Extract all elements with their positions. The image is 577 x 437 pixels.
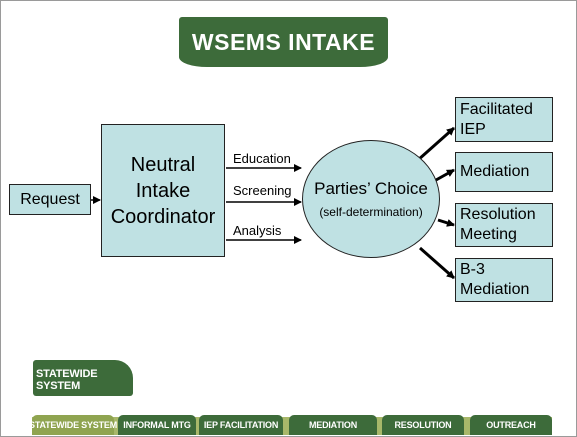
outcome-line: Mediation: [460, 281, 530, 298]
parties-choice-ellipse: Parties’ Choice (self-determination): [302, 140, 440, 258]
coordinator-line: Intake: [135, 179, 191, 202]
flow-label-analysis: Analysis: [233, 223, 282, 238]
outcome-line: Resolution: [460, 206, 536, 223]
outcome-resolution-meeting: Resolution Meeting: [455, 203, 553, 247]
flow-label-education: Education: [233, 151, 291, 166]
tab-outreach[interactable]: OUTREACH: [470, 415, 552, 435]
parties-choice-label: Parties’ Choice: [314, 179, 428, 198]
outcome-line: Facilitated: [460, 100, 533, 118]
outcome-line: Meeting: [460, 226, 517, 243]
outcome-b3-mediation: B-3 Mediation: [455, 258, 553, 302]
title-banner: WSEMS INTAKE: [179, 17, 388, 67]
outcome-line: Mediation: [460, 163, 530, 180]
arrow-to-facilitated-iep: [417, 126, 455, 162]
request-box: Request: [9, 184, 91, 215]
outcome-line: B-3: [460, 261, 485, 278]
parties-choice-sublabel: (self-determination): [319, 205, 423, 219]
statewide-system-text: STATEWIDE SYSTEM: [36, 368, 98, 392]
arrow-to-mediation: [435, 168, 455, 182]
arrow-to-resolution: [437, 218, 455, 227]
tab-iep-facilitation[interactable]: IEP FACILITATION: [199, 415, 283, 435]
outcome-facilitated-iep: Facilitated IEP: [455, 97, 553, 142]
request-label: Request: [20, 190, 80, 208]
statewide-system-label: STATEWIDE SYSTEM: [33, 360, 133, 396]
outcome-mediation: Mediation: [455, 152, 553, 192]
tab-mediation[interactable]: MEDIATION: [289, 415, 377, 435]
coordinator-line: Coordinator: [110, 205, 216, 228]
tab-statewide-system[interactable]: STATEWIDE SYSTEM: [29, 415, 117, 435]
title-text: WSEMS INTAKE: [191, 28, 376, 55]
tab-informal-mtg[interactable]: INFORMAL MTG: [118, 415, 196, 435]
arrow-to-b3-mediation: [419, 246, 455, 280]
coordinator-box: Neutral Intake Coordinator: [101, 124, 225, 257]
tab-resolution[interactable]: RESOLUTION: [382, 415, 464, 435]
flow-label-screening: Screening: [233, 183, 292, 198]
coordinator-line: Neutral: [130, 153, 196, 176]
outcome-line: IEP: [460, 120, 486, 138]
